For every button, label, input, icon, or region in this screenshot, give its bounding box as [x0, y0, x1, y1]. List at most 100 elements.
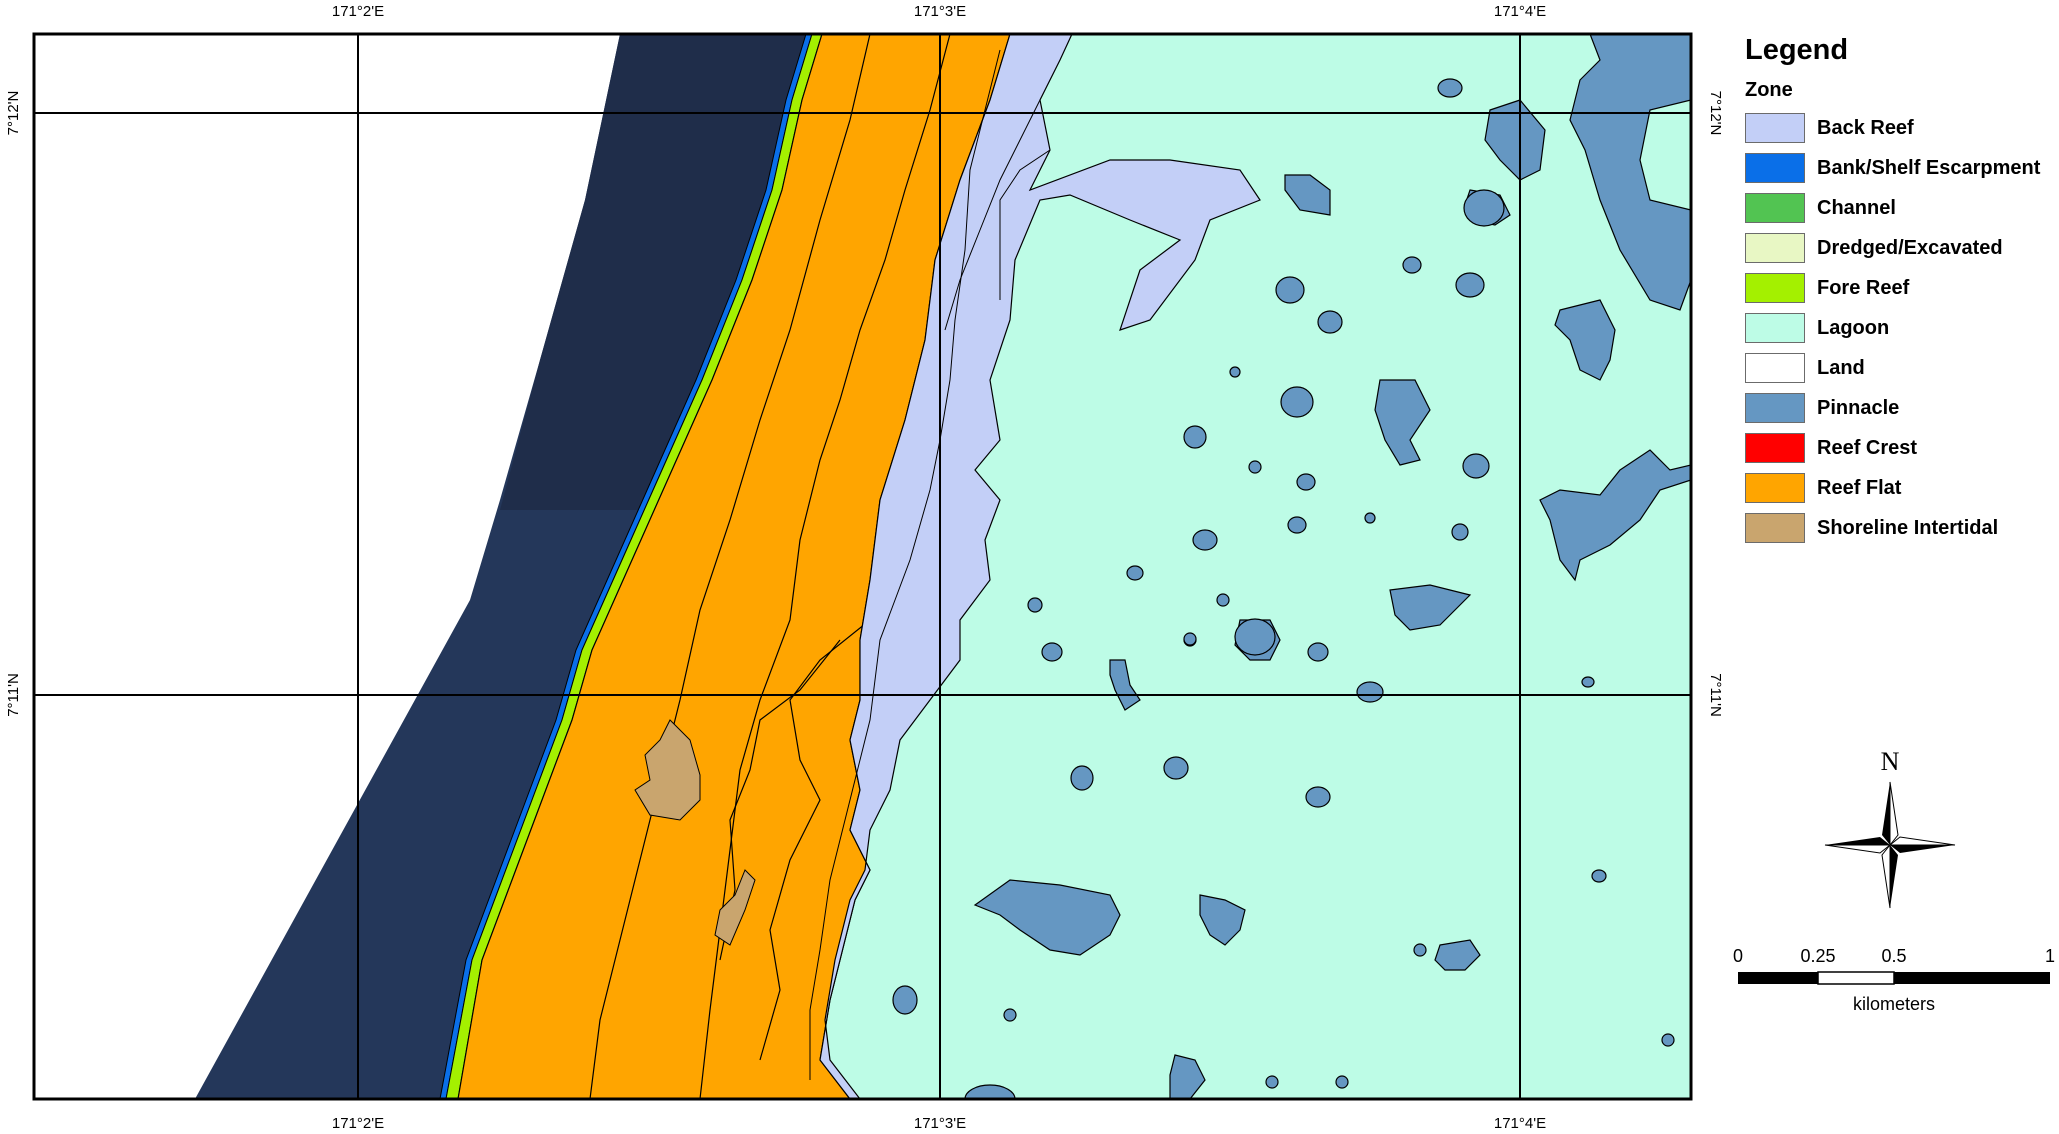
- pinnacle: [1183, 425, 1207, 449]
- pinnacle: [1462, 453, 1490, 479]
- graticule: [34, 34, 1691, 1099]
- pinnacle: [1389, 584, 1472, 631]
- ocean-deep-zone: [500, 34, 810, 510]
- bottom-lon-label: 171°3'E: [914, 1115, 966, 1132]
- pinnacle: [1248, 460, 1262, 474]
- pinnacle: [1335, 1075, 1349, 1089]
- reef-flat-contour: [759, 619, 871, 1061]
- back-reef-contour: [809, 49, 1001, 1080]
- pinnacle: [1003, 1008, 1017, 1022]
- pinnacle: [892, 985, 918, 1015]
- pinnacle: [1163, 756, 1189, 780]
- legend-subtitle: Zone: [1745, 79, 1793, 101]
- pinnacle: [1307, 642, 1329, 662]
- map-frame: [32, 32, 1693, 1101]
- pinnacle: [1284, 174, 1331, 216]
- pinnacle: [964, 1084, 1016, 1099]
- pinnacle: [1581, 676, 1595, 688]
- pinnacle: [1296, 473, 1316, 491]
- legend-item-channel: Channel: [1745, 188, 2055, 228]
- legend-item-lagoon: Lagoon: [1745, 308, 2055, 348]
- legend-swatch: [1745, 233, 1805, 263]
- left-lat-label: 7°12'N: [5, 91, 22, 136]
- pinnacle: [1199, 894, 1246, 946]
- scale-segment: [1894, 972, 2050, 984]
- legend-swatch: [1745, 433, 1805, 463]
- pinnacle: [1569, 34, 1691, 311]
- compass-rose-icon: N: [1824, 747, 1956, 909]
- pinnacle: [1027, 597, 1043, 613]
- bottom-lon-label: 171°2'E: [332, 1115, 384, 1132]
- pinnacle: [1169, 1054, 1206, 1099]
- legend-label: Reef Crest: [1817, 436, 1918, 459]
- scale-segment: [1817, 971, 1895, 985]
- top-lon-label: 171°3'E: [914, 3, 966, 20]
- top-lon-label: 171°4'E: [1494, 3, 1546, 20]
- legend-label: Shoreline Intertidal: [1817, 516, 1999, 539]
- scale-tick-label: 0.5: [1881, 946, 1906, 966]
- pinnacle: [1413, 943, 1427, 957]
- top-lon-label: 171°2'E: [332, 3, 384, 20]
- pinnacle: [973, 879, 1121, 956]
- legend-item-reef-crest: Reef Crest: [1745, 428, 2055, 468]
- legend-label: Lagoon: [1817, 316, 1890, 339]
- back-reef-contour: [944, 99, 1041, 331]
- legend-title: Legend: [1745, 34, 1849, 66]
- legend-item-shoreline: Shoreline Intertidal: [1745, 508, 2055, 548]
- back-reef-contour: [999, 149, 1051, 300]
- pinnacle: [1463, 189, 1505, 227]
- pinnacle: [1356, 681, 1384, 703]
- legend-label: Fore Reef: [1817, 276, 1910, 299]
- legend-item-pinnacle: Pinnacle: [1745, 388, 2055, 428]
- bottom-lon-label: 171°4'E: [1494, 1115, 1546, 1132]
- legend-label: Bank/Shelf Escarpment: [1817, 156, 2041, 179]
- legend-label: Reef Flat: [1817, 476, 1902, 499]
- legend-swatch: [1745, 273, 1805, 303]
- pinnacle: [1275, 276, 1305, 304]
- legend-item-land: Land: [1745, 348, 2055, 388]
- legend-swatch: [1745, 193, 1805, 223]
- legend-item-escarpment: Bank/Shelf Escarpment: [1745, 148, 2055, 188]
- pinnacle: [1070, 765, 1094, 791]
- pinnacle: [1126, 565, 1144, 581]
- pinnacle: [1192, 529, 1218, 551]
- pinnacle: [1287, 516, 1307, 534]
- scale-tick-label: 1: [2045, 946, 2055, 966]
- scale-unit: kilometers: [1853, 994, 1935, 1014]
- legend-label: Back Reef: [1817, 116, 1914, 139]
- pinnacle: [1265, 1075, 1279, 1089]
- pinnacle: [1183, 632, 1197, 646]
- legend-label: Pinnacle: [1817, 396, 1900, 419]
- pinnacle: [1216, 593, 1230, 607]
- pinnacle: [1317, 310, 1343, 334]
- pinnacle: [1554, 299, 1616, 381]
- legend-swatch: [1745, 393, 1805, 423]
- legend-item-fore-reef: Fore Reef: [1745, 268, 2055, 308]
- pinnacle: [1229, 366, 1241, 378]
- pinnacle: [1451, 523, 1469, 541]
- pinnacle-group: [892, 34, 1691, 1099]
- pinnacle: [1109, 659, 1141, 711]
- legend-swatch: [1745, 473, 1805, 503]
- scale-bar: 0 0.25 0.5 1 kilometers: [1733, 946, 2055, 1014]
- right-lat-label: 7°12'N: [1707, 91, 1724, 136]
- pinnacle: [1280, 386, 1314, 418]
- pinnacle: [1305, 786, 1331, 808]
- legend-item-dredged: Dredged/Excavated: [1745, 228, 2055, 268]
- legend-list: Back Reef Bank/Shelf Escarpment Channel …: [1745, 108, 2055, 548]
- scale-tick-label: 0.25: [1800, 946, 1835, 966]
- north-label: N: [1881, 747, 1900, 776]
- pinnacle: [1539, 449, 1691, 582]
- legend-label: Channel: [1817, 196, 1896, 219]
- reef-flat-contour: [719, 639, 841, 961]
- scale-segment: [1738, 972, 1818, 984]
- pinnacle: [1364, 512, 1376, 524]
- scale-tick-label: 0: [1733, 946, 1743, 966]
- pinnacle: [1437, 78, 1463, 98]
- legend-label: Land: [1817, 356, 1865, 379]
- pinnacle: [1041, 642, 1063, 662]
- left-lat-label: 7°11'N: [5, 673, 22, 717]
- legend-label: Dredged/Excavated: [1817, 236, 2003, 259]
- legend: Legend Zone Back Reef Bank/Shelf Escarpm…: [1745, 30, 2055, 548]
